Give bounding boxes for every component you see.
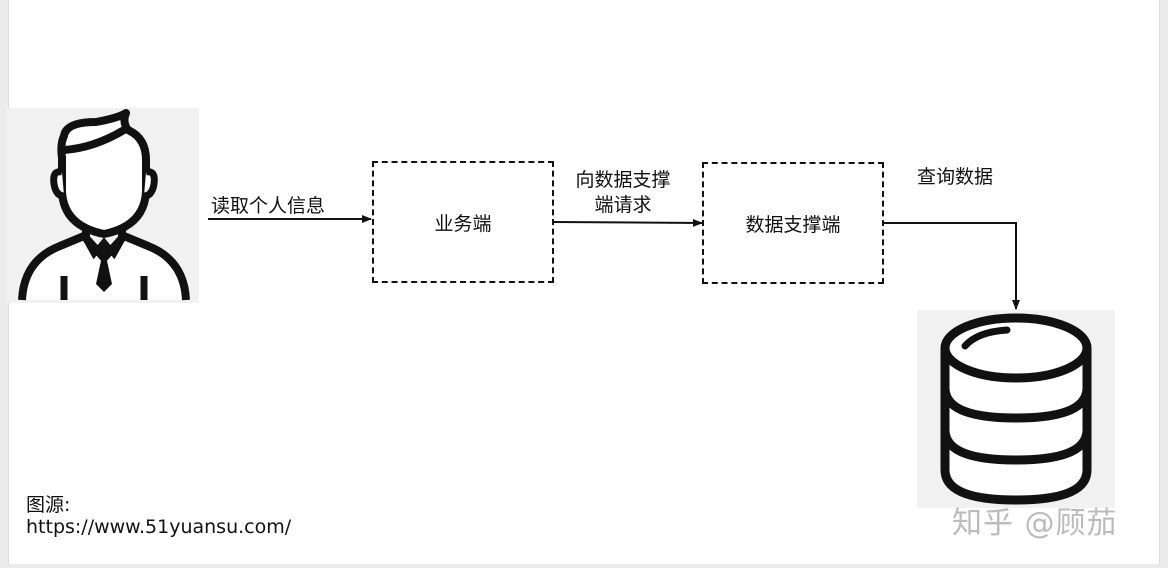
- watermark: 知乎 @顾茄: [952, 506, 1118, 541]
- edge-label-query-data: 查询数据: [917, 166, 994, 188]
- node-business-end-label: 业务端: [434, 212, 492, 235]
- user-icon: [18, 109, 190, 301]
- source-label: 图源:: [26, 494, 71, 516]
- database-panel: [917, 310, 1115, 508]
- edge-label-request-line-2: 端请求: [594, 194, 652, 216]
- user-panel: [6, 108, 199, 303]
- edge-label-read-personal-info: 读取个人信息: [211, 195, 326, 217]
- database-icon: [940, 313, 1092, 505]
- edge-data-support-to-database: [884, 222, 1020, 310]
- source-url: https://www.51yuansu.com/: [26, 516, 292, 538]
- edge-business-to-data-support: [553, 218, 703, 227]
- node-business-end: 业务端: [372, 161, 554, 283]
- node-data-support-end-label: 数据支撑端: [745, 213, 841, 236]
- node-data-support-end: 数据支撑端: [702, 162, 884, 284]
- edge-label-request-line-1: 向数据支撑: [575, 169, 671, 191]
